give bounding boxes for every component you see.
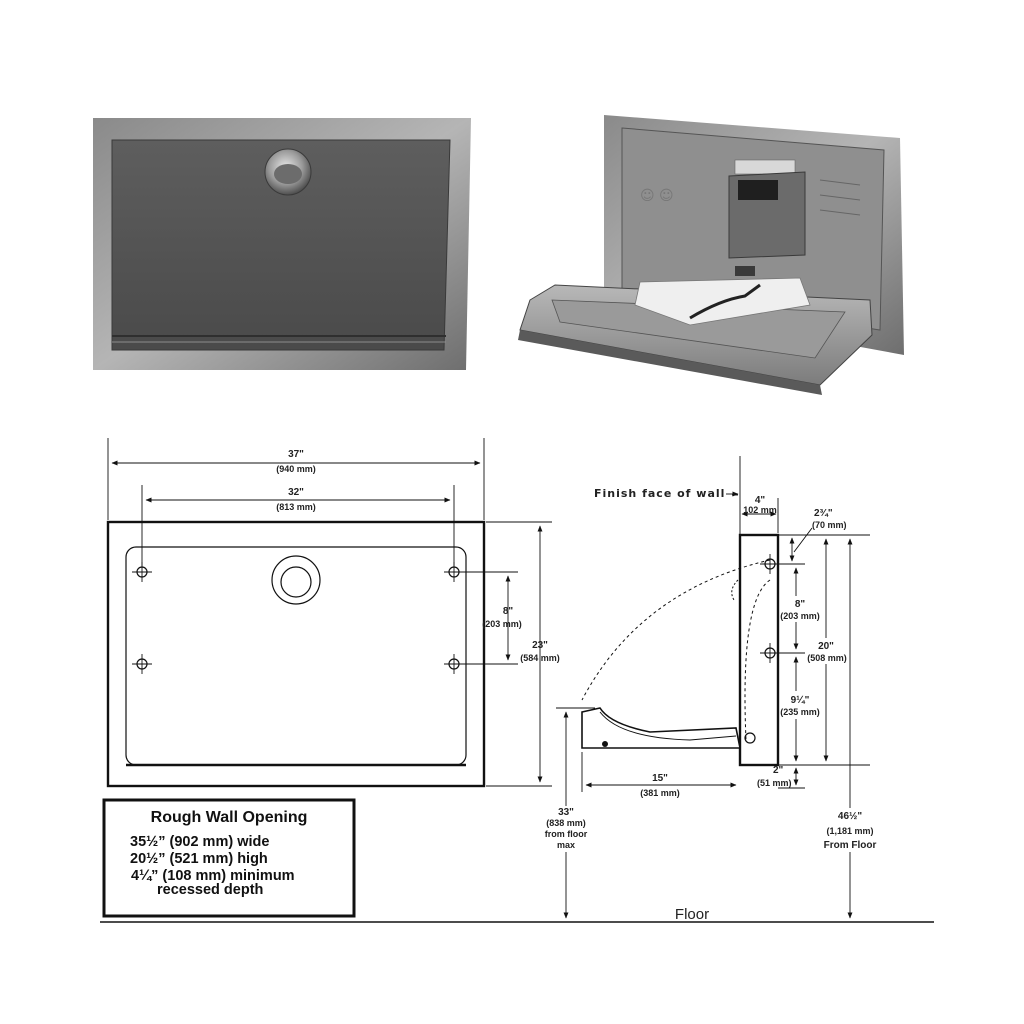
rough-wall-opening-line: 4¼” (108 mm) minimum — [131, 868, 295, 884]
rough-wall-opening-line: 35½” (902 mm) wide — [130, 834, 269, 850]
floor-label: Floor — [675, 906, 709, 923]
mount-width-inches: 32" — [288, 487, 304, 498]
lower-offset-inches: 9¼" — [791, 695, 810, 706]
closed-unit-photo — [93, 118, 471, 370]
bottom-offset-inches: 2" — [773, 765, 784, 776]
outer-frame — [106, 520, 486, 788]
svg-text:☺ ☺: ☺ ☺ — [640, 188, 674, 204]
handle-icon — [264, 148, 312, 196]
bottom-offset-mm: (51 mm) — [757, 778, 792, 788]
mount-hole-icon — [132, 654, 152, 674]
door-swing-arc — [581, 559, 771, 701]
top-height-note: From Floor — [824, 840, 877, 851]
top-height-mm: (1,181 mm) — [826, 826, 873, 836]
mount-width-mm: (813 mm) — [276, 502, 316, 512]
mount-hole-icon — [444, 654, 464, 674]
overall-height-mm: (584 mm) — [520, 653, 560, 663]
finish-face-label: Finish face of wall — [594, 487, 725, 500]
side-mount-spacing-mm: (203 mm) — [780, 611, 820, 621]
bed-height-note-max: max — [557, 840, 575, 850]
unit-housing — [738, 533, 780, 767]
body-height-inches: 20" — [818, 641, 834, 652]
mount-height-inches: 8" — [503, 606, 514, 617]
rough-wall-opening-line: recessed depth — [157, 882, 263, 898]
hinge-icon — [744, 732, 756, 744]
front-view-drawing: 37" (940 mm) 32" (813 mm) 8" (203 mm) 23… — [106, 438, 560, 788]
side-mount-spacing-inches: 8" — [795, 599, 806, 610]
top-offset-mm: (70 mm) — [812, 520, 847, 530]
mount-height-mm: (203 mm) — [482, 619, 522, 629]
bed-depth-inches: 15" — [652, 773, 668, 784]
top-offset-inches: 2¾" — [814, 508, 833, 519]
rough-wall-opening-box: Rough Wall Opening 35½” (902 mm) wide 20… — [102, 798, 356, 918]
changing-bed — [581, 707, 741, 749]
bed-height-inches: 33" — [558, 807, 574, 818]
bed-depth-mm: (381 mm) — [640, 788, 680, 798]
side-view-drawing: Finish face of wall 4" 102 mm — [100, 456, 934, 923]
depth-mm: 102 mm — [743, 505, 777, 515]
overall-width-mm: (940 mm) — [276, 464, 316, 474]
overall-width-inches: 37" — [288, 449, 304, 460]
lower-offset-mm: (235 mm) — [780, 707, 820, 717]
handle-icon — [271, 555, 321, 605]
open-unit-photo: ☺ ☺ — [518, 115, 904, 395]
door-panel — [125, 546, 467, 766]
rough-wall-opening-title: Rough Wall Opening — [151, 809, 308, 826]
body-height-mm: (508 mm) — [807, 653, 847, 663]
depth-inches: 4" — [755, 495, 766, 506]
top-height-inches: 46½" — [838, 811, 862, 822]
rough-wall-opening-line: 20½” (521 mm) high — [130, 851, 268, 867]
bed-height-mm: (838 mm) — [546, 818, 586, 828]
bed-height-note: from floor — [545, 829, 588, 839]
overall-height-inches: 23" — [532, 640, 548, 651]
